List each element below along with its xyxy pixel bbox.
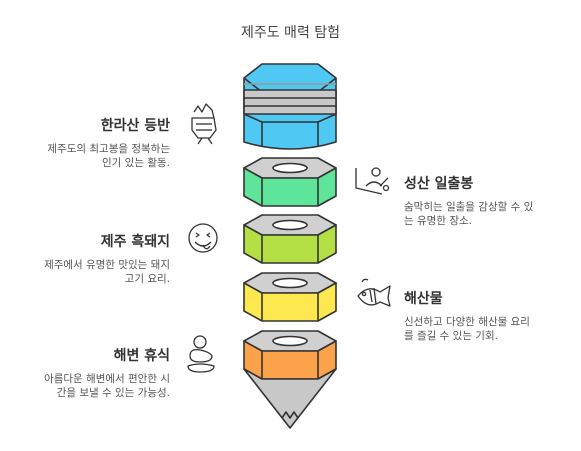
desc-line: 숨막히는 일출을 감상할 수 있 [404,201,534,213]
item-heading-seongsan: 성산 일출봉 [404,176,474,192]
item-desc-seafood: 신선하고 다양한 해산물 요리 를 즐길 수 있는 기회. [404,315,530,343]
pencil-eraser [243,63,337,150]
fish-icon [357,278,391,307]
item-desc-black-pork: 제주에서 유명한 맛있는 돼지 고기 요리. [44,258,170,286]
item-heading-hallasan: 한라산 등반 [100,118,170,134]
pencil-segment-seafood [243,272,337,322]
item-heading-seafood: 해산물 [404,291,443,307]
pencil-tip [243,368,337,429]
item-heading-black-pork: 제주 흑돼지 [100,234,170,250]
desc-line: 고기 요리. [124,273,170,285]
item-desc-hallasan: 제주도의 최고봉을 정복하는 인기 있는 활동. [47,142,170,170]
desc-line: 인기 있는 활동. [102,157,170,169]
desc-line: 신선하고 다양한 해산물 요리 [404,316,530,328]
desc-line: 는 유명한 장소. [404,215,472,227]
yummy-face-icon [188,223,218,253]
pencil-segment-beach [243,330,337,380]
diagram-title: 제주도 매력 탐험 [240,25,341,41]
desc-line: 를 즐길 수 있는 기회. [404,330,498,342]
hiking-icon [191,103,217,145]
item-heading-beach: 해변 휴식 [113,348,170,364]
desc-line: 아름다운 해변에서 편안한 시 [44,373,170,385]
relaxing-person-icon [187,335,215,373]
desc-line: 간을 보낼 수 있는 가능성. [56,387,170,399]
desc-line: 제주에서 유명한 맛있는 돼지 [44,259,170,271]
pencil-segment-seongsan [243,157,337,207]
desc-line: 제주도의 최고봉을 정복하는 [47,143,170,155]
sunrise-view-icon [355,167,390,195]
item-desc-seongsan: 숨막히는 일출을 감상할 수 있 는 유명한 장소. [404,200,533,228]
pencil-segment-black-pork [243,214,337,264]
item-desc-beach: 아름다운 해변에서 편안한 시 간을 보낼 수 있는 가능성. [44,372,170,400]
